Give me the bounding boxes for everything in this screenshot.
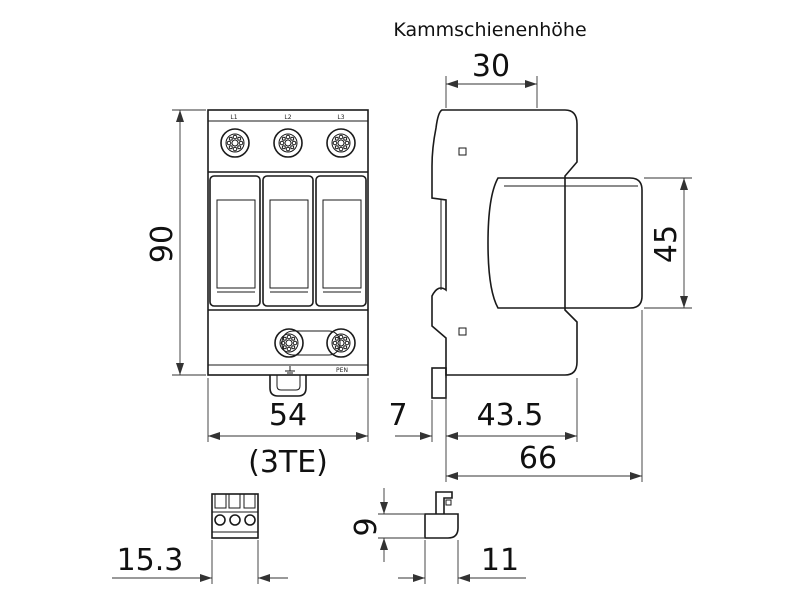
connector-front-view	[211, 493, 259, 539]
terminal-label-pen: PEN	[336, 367, 348, 374]
title-label: Kammschienenhöhe	[393, 19, 586, 41]
module-1	[209, 175, 261, 307]
rail-clip	[269, 375, 307, 397]
dim-rail-offset-label: 7	[388, 398, 407, 433]
front-cap	[487, 177, 643, 309]
terminal-screw-pe	[326, 328, 356, 358]
dim-height-label: 90	[145, 225, 180, 263]
terminal-label-l1: L1	[230, 114, 237, 121]
dim-front-height-label: 45	[649, 225, 684, 263]
dim-modules-label: (3TE)	[248, 445, 328, 480]
terminal-screw-l3	[326, 128, 356, 158]
module-3	[315, 175, 367, 307]
ground-icon	[285, 366, 295, 376]
dim-depth-total-label: 66	[519, 441, 557, 476]
terminal-screw-l2	[273, 128, 303, 158]
terminal-label-l3: L3	[337, 114, 344, 121]
dim-connector-width-label: 15.3	[117, 543, 184, 578]
terminal-label-l2: L2	[284, 114, 291, 121]
side-view	[431, 109, 643, 399]
front-view: L1 L2 L3 PEN	[207, 109, 369, 397]
terminal-screw-l1	[220, 128, 250, 158]
front-housing	[207, 109, 369, 376]
dimension-lines	[112, 76, 692, 584]
module-2	[262, 175, 314, 307]
terminal-screw-n	[274, 328, 304, 358]
dim-connector-depth-label: 11	[481, 543, 519, 578]
dim-width-label: 54	[269, 398, 307, 433]
dim-busbar-label: 30	[472, 49, 510, 84]
side-housing	[431, 109, 578, 376]
dim-connector-height-label: 9	[349, 517, 384, 536]
rail-foot	[431, 367, 447, 399]
connector-side-view	[424, 491, 459, 539]
dim-depth-front-label: 43.5	[477, 398, 544, 433]
